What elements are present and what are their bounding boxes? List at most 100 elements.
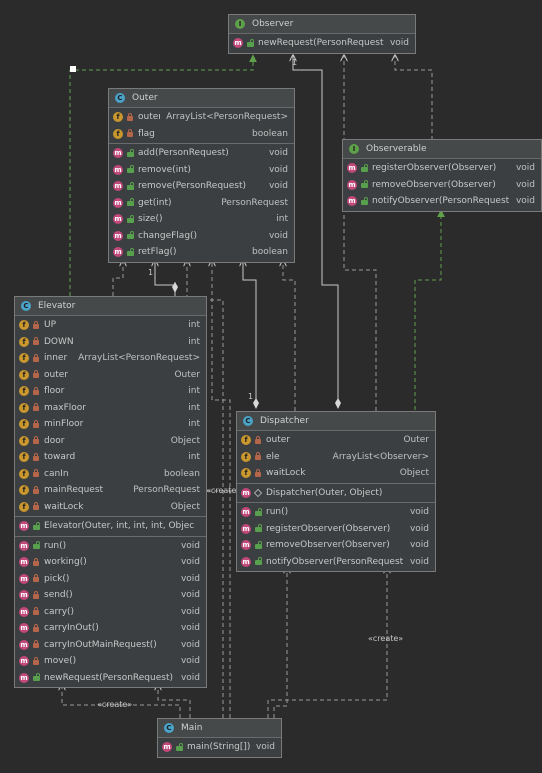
method-icon: m (347, 163, 357, 174)
private-lock-icon (32, 469, 40, 478)
private-lock-icon (32, 419, 40, 428)
member-type: boolean (252, 247, 288, 258)
member-type: int (188, 419, 200, 430)
member-type: void (515, 163, 535, 174)
elevator-title: Elevator (38, 301, 76, 311)
member-type: void (515, 196, 535, 207)
member-type: void (409, 523, 429, 534)
member-type: void (515, 179, 535, 190)
method-icon: m (233, 38, 243, 49)
field-icon: f (19, 501, 29, 512)
multiplicity-outer-elevator: 1 (148, 268, 154, 277)
dependency-to-observer-2 (395, 55, 433, 140)
field-icon: f (19, 485, 29, 496)
member-name: remove(int) (138, 164, 191, 175)
field-icon: f (19, 320, 29, 331)
method-icon: m (113, 148, 123, 159)
member-name: working() (44, 557, 87, 568)
member-name: outer (44, 369, 68, 380)
member-type: void (409, 556, 429, 567)
realization-dispatcher-observerable (414, 209, 445, 410)
private-lock-icon (32, 436, 40, 445)
private-lock-icon (32, 485, 40, 494)
class-icon: C (243, 416, 253, 426)
method-icon: m (113, 214, 123, 225)
member-type: void (180, 540, 200, 551)
dependency-dispatcher-outer (283, 260, 296, 411)
public-unlock-icon (126, 231, 134, 240)
member-type: ArrayList<PersonRequest> (78, 353, 200, 364)
method-icon: m (241, 540, 251, 551)
public-unlock-icon (32, 673, 40, 682)
member-type: Outer (174, 369, 200, 380)
interface-icon: I (235, 19, 245, 29)
method-icon: m (19, 606, 29, 617)
method-icon: m (162, 742, 172, 753)
public-unlock-icon (254, 524, 262, 533)
member-name: ele (266, 451, 280, 462)
field-icon: f (113, 112, 123, 123)
member-name: mainRequest (44, 485, 104, 496)
private-lock-icon (32, 320, 40, 329)
member-name: minFloor (44, 419, 84, 430)
public-unlock-icon (126, 214, 134, 223)
